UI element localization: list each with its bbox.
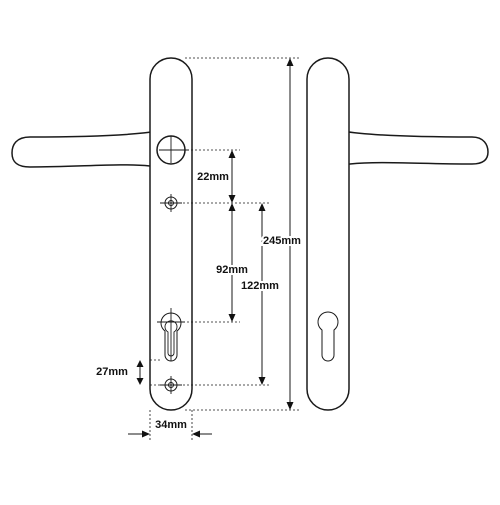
right-handle-assembly — [306, 57, 489, 411]
right-euro-cylinder-cutout — [317, 311, 339, 362]
left-upper-screw — [160, 194, 182, 212]
left-euro-cylinder-cutout — [160, 312, 182, 362]
dimension-22mm: 22mm — [197, 150, 236, 203]
left-lower-screw — [160, 376, 182, 394]
label-122mm: 122mm — [241, 280, 279, 292]
dimension-27mm: 27mm — [96, 360, 144, 385]
label-92mm: 92mm — [216, 264, 248, 276]
dimension-34mm: 34mm — [128, 410, 212, 440]
right-backplate — [306, 57, 350, 411]
label-34mm: 34mm — [155, 419, 187, 431]
label-22mm: 22mm — [197, 171, 229, 183]
dimension-122mm: 122mm — [239, 203, 281, 385]
left-handle-assembly — [11, 57, 193, 411]
dimension-245mm: 245mm — [261, 58, 303, 410]
dimension-92mm: 92mm — [214, 203, 250, 322]
label-27mm: 27mm — [96, 366, 128, 378]
label-245mm: 245mm — [263, 235, 301, 247]
